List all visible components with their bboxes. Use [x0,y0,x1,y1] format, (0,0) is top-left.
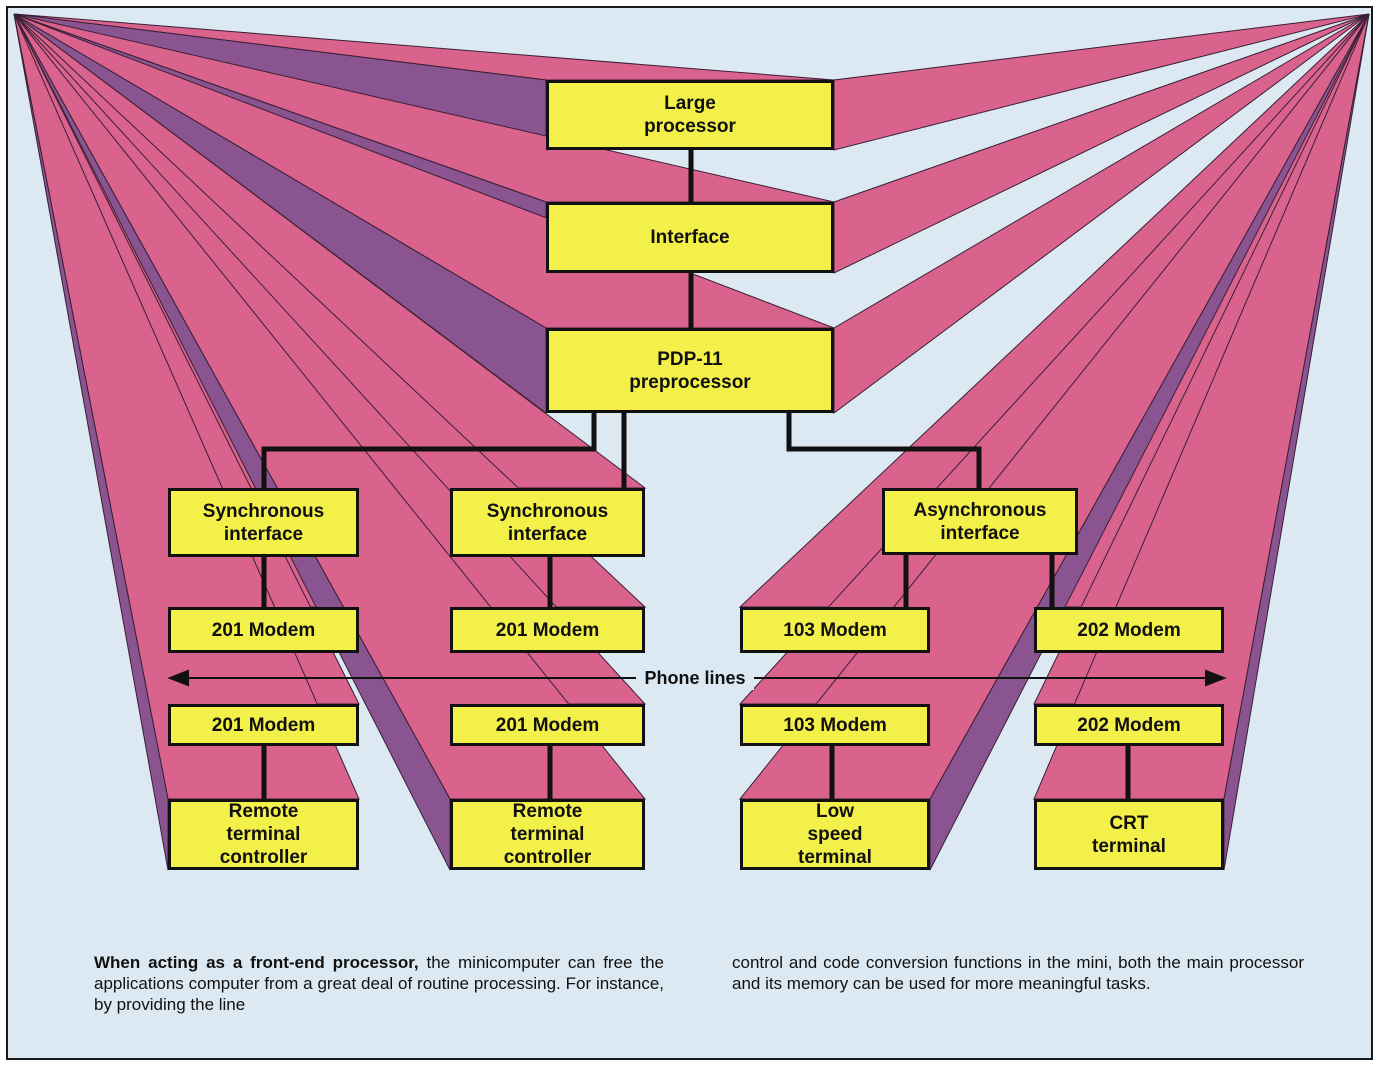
node-large-processor: Large processor [546,80,834,150]
link-pdp11-async [786,410,982,491]
node-pdp11: PDP-11 preprocessor [546,328,834,413]
node-crt-terminal: CRT terminal [1034,799,1224,870]
node-modem-103-top: 103 Modem [740,607,930,653]
caption-column-1: When acting as a front-end processor, th… [94,952,664,1015]
connector-lines [261,147,1131,802]
phone-lines-arrowhead-right [1205,669,1227,687]
ray-right-stack-1 [833,13,1370,274]
ray-side-low-speed-terminal [929,13,1370,871]
caption-column-2: control and code conversion functions in… [732,953,1304,993]
link-pdp11-sync1 [261,410,597,491]
node-interface: Interface [546,202,834,273]
ray-side-crt-terminal [1223,13,1370,871]
node-modem-201-a-bottom: 201 Modem [168,704,359,746]
caption-col1-text: the minicomputer can free the applicatio… [94,953,664,1014]
node-sync-interface-2: Synchronous interface [450,488,645,557]
node-sync-interface-1: Synchronous interface [168,488,359,557]
node-modem-201-a-top: 201 Modem [168,607,359,653]
node-async-interface: Asynchronous interface [882,488,1078,555]
caption-lead: When acting as a front-end processor, [94,953,419,972]
ray-right-stack-0 [833,13,1370,151]
phone-lines-arrowhead-left [167,669,189,687]
phone-lines-label: Phone lines [636,666,754,690]
node-modem-103-bottom: 103 Modem [740,704,930,746]
node-low-speed-terminal: Low speed terminal [740,799,930,870]
ray-right-stack-2 [833,13,1370,414]
node-modem-202-bottom: 202 Modem [1034,704,1224,746]
node-modem-201-b-bottom: 201 Modem [450,704,645,746]
node-remote-terminal-1: Remote terminal controller [168,799,359,870]
node-modem-202-top: 202 Modem [1034,607,1224,653]
node-modem-201-b-top: 201 Modem [450,607,645,653]
node-remote-terminal-2: Remote terminal controller [450,799,645,870]
